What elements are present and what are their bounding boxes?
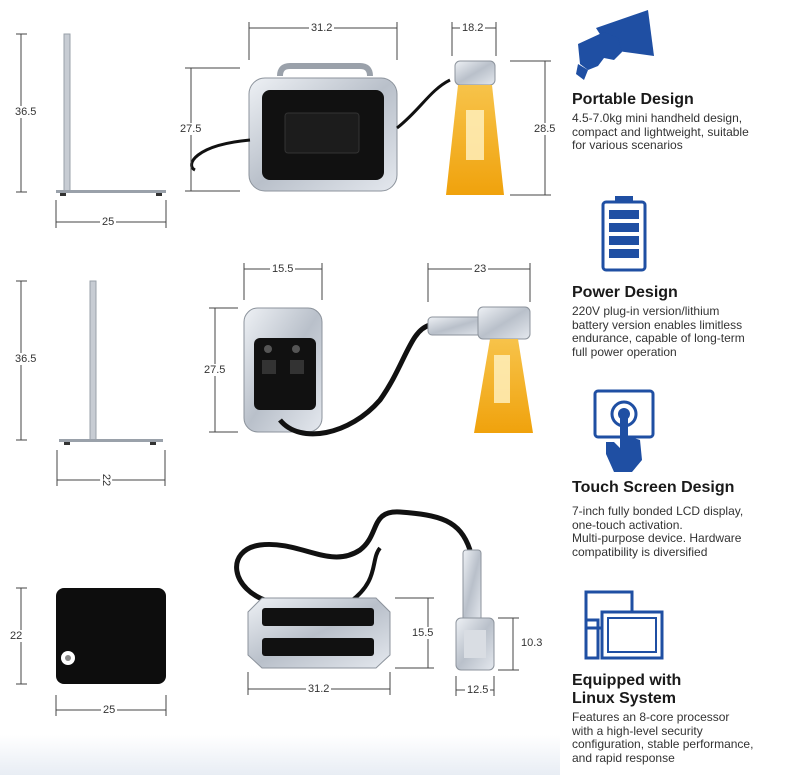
cable [348, 546, 382, 604]
feature-description: 4.5-7.0kg mini handheld design, compact … [572, 111, 794, 153]
row2-drawings [16, 263, 533, 486]
row1-drawings [16, 22, 551, 228]
dim-stand-height: 36.5 [13, 106, 39, 118]
cable [190, 138, 251, 172]
feature-title: Portable Design [572, 91, 694, 108]
dim-head-width: 18.2 [460, 22, 486, 34]
handheld-head [427, 306, 533, 433]
feature-title-line: Linux System [572, 690, 677, 707]
feature-linux-system: Equipped with Linux System Features an 8… [572, 672, 794, 765]
dim-device-height: 27.5 [178, 123, 204, 135]
feature-description: 7-inch fully bonded LCD display, one-tou… [572, 504, 794, 559]
feature-portable-design: Portable Design 4.5-7.0kg mini handheld … [572, 91, 794, 153]
touch-screen-icon [593, 389, 655, 472]
feature-description-line: 220V plug-in version/lithium [572, 304, 720, 318]
feature-description-line: 7-inch fully bonded LCD display, [572, 504, 744, 518]
feature-description-line: compatibility is diversified [572, 544, 708, 559]
cable [234, 509, 473, 605]
dim-head-reach: 23 [472, 263, 489, 275]
feature-description-line: one-touch activation. [572, 517, 683, 532]
stand-side-view [56, 33, 166, 196]
row3-drawings [16, 509, 519, 716]
feature-description: 220V plug-in version/lithium battery ver… [572, 304, 794, 359]
cable [278, 322, 431, 437]
dim-device-width: 31.2 [306, 683, 332, 695]
feature-description-line: full power operation [572, 344, 677, 359]
dim-head-height: 28.5 [532, 123, 558, 135]
feature-description-line: compact and lightweight, suitable [572, 124, 749, 139]
bottom-background-fade [0, 735, 560, 775]
feature-title: Equipped with Linux System [572, 672, 794, 708]
stand-dimension-lines [16, 33, 167, 228]
feature-description: Features an 8-core processor with a high… [572, 710, 794, 765]
dim-device-width: 31.2 [309, 22, 335, 34]
feature-description-line: with a high-level security [572, 723, 703, 738]
feature-touch-screen-design: Touch Screen Design 7-inch fully bonded … [572, 479, 794, 559]
base-pad-top-view [56, 588, 166, 684]
device-side-view [243, 307, 323, 433]
dim-head-width: 12.5 [465, 684, 491, 696]
handheld-head [446, 60, 504, 195]
feature-power-design: Power Design 220V plug-in version/lithiu… [572, 284, 794, 359]
battery-icon [601, 196, 647, 272]
device-front-view [248, 63, 398, 192]
hand-holding-icon [576, 10, 654, 80]
dim-device-height: 15.5 [410, 627, 436, 639]
dim-stand-height: 36.5 [13, 353, 39, 365]
dim-device-height: 27.5 [202, 364, 228, 376]
dim-pad-width: 25 [101, 704, 118, 716]
feature-description-line: battery version enables limitless [572, 317, 743, 332]
handheld-head-top-view [455, 549, 495, 671]
feature-description-line: and rapid response [572, 750, 675, 765]
feature-title: Power Design [572, 284, 678, 301]
device-top-view [247, 597, 391, 669]
feature-description-line: Features an 8-core processor [572, 710, 730, 724]
linux-system-icon [584, 590, 664, 660]
feature-description-line: for various scenarios [572, 138, 683, 152]
stand-side-view [59, 280, 163, 445]
cable [396, 78, 451, 130]
dim-stand-base: 22 [100, 471, 113, 489]
dim-head-height: 10.3 [519, 637, 545, 649]
feature-description-line: configuration, stable performance, [572, 737, 754, 751]
feature-title-line: Equipped with [572, 672, 682, 689]
dim-stand-base: 25 [100, 216, 117, 228]
feature-title: Touch Screen Design [572, 479, 735, 496]
dim-pad-height: 22 [8, 630, 25, 642]
dim-device-width: 15.5 [270, 263, 296, 275]
feature-description-line: 4.5-7.0kg mini handheld design, [572, 111, 743, 125]
feature-description-line: Multi-purpose device. Hardware [572, 531, 742, 545]
feature-description-line: endurance, capable of long-term [572, 331, 745, 345]
